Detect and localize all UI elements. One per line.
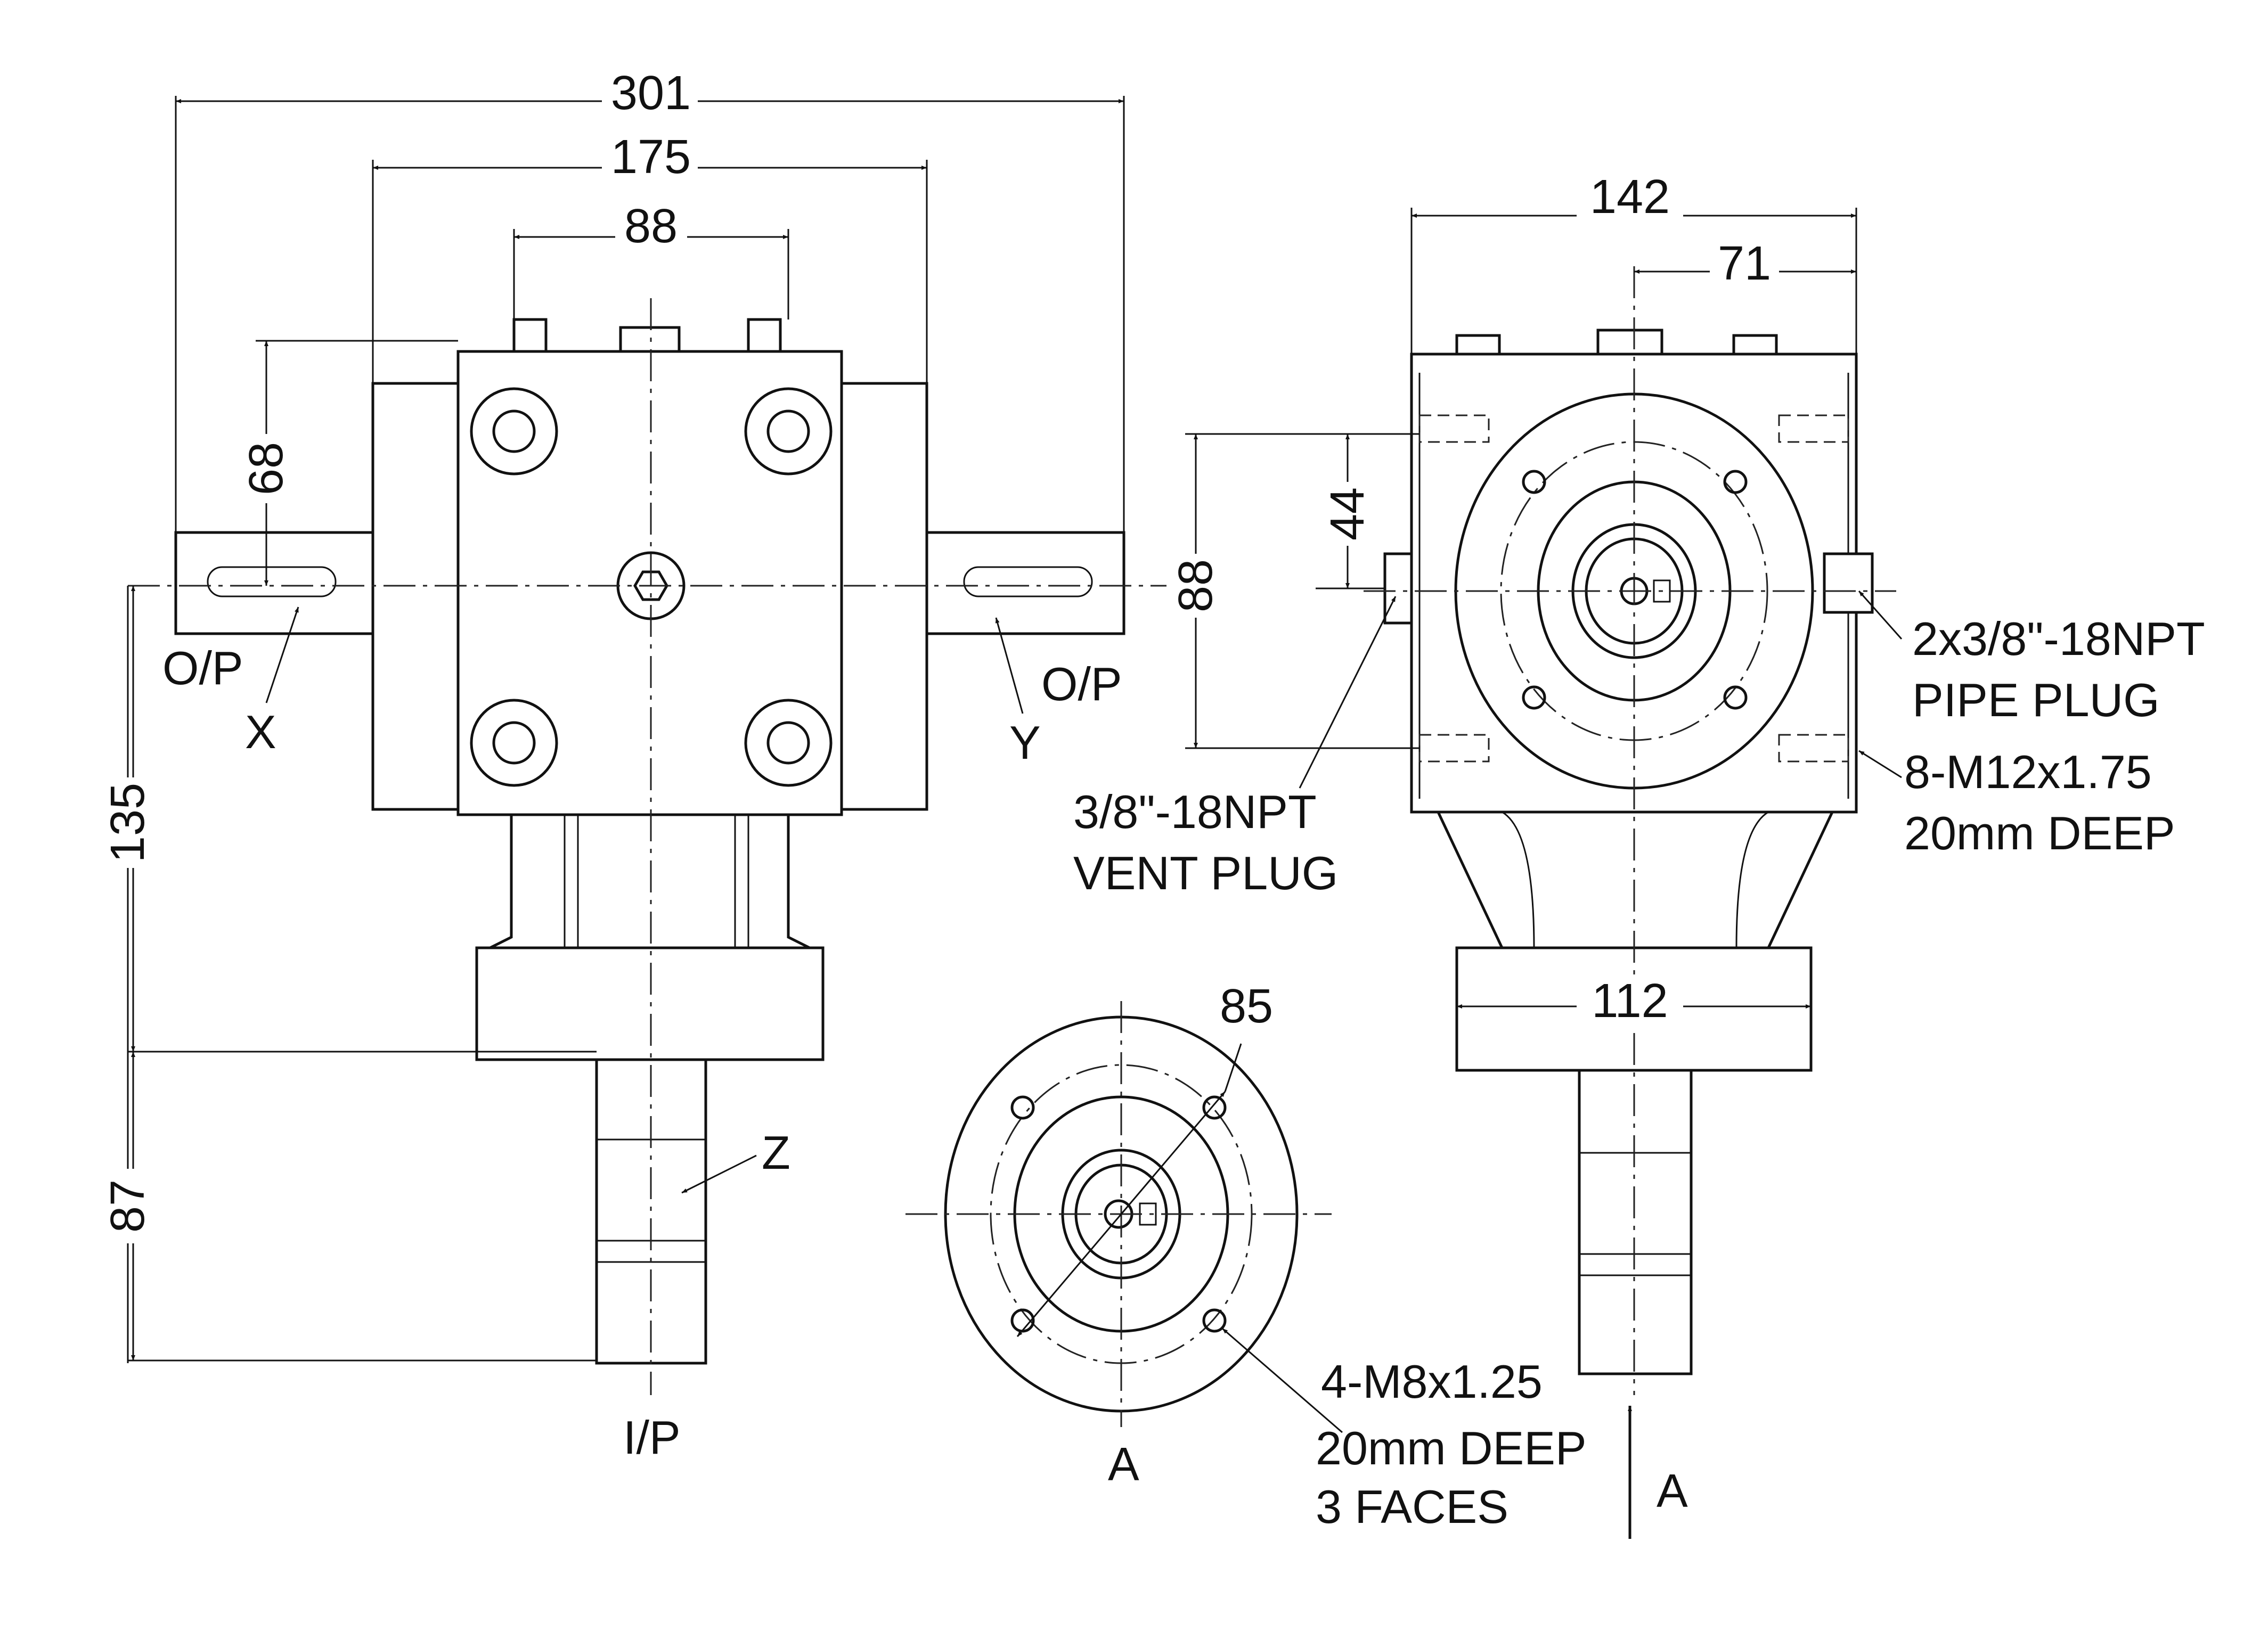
dim-overall-width: 301 <box>611 67 691 120</box>
main-housing <box>456 350 843 816</box>
view-a: 85 4-M8x1.25 20mm DEEP 3 FACES A <box>905 980 1587 1533</box>
label-op-right: O/P <box>1041 658 1122 710</box>
dim-lower-height: 135 <box>101 783 154 863</box>
holes-label-1: 4-M8x1.25 <box>1321 1355 1543 1408</box>
left-output-shaft <box>174 531 380 635</box>
label-x: X <box>245 706 276 758</box>
right-shaft-keyway <box>963 566 1093 597</box>
side-flange-bolts <box>1522 470 1748 710</box>
label-ip: I/P <box>623 1411 681 1464</box>
left-shaft-keyway <box>207 566 337 597</box>
right-output-shaft <box>920 531 1125 635</box>
dim-body-width: 175 <box>611 130 691 184</box>
dim-pcd: 85 <box>1220 980 1273 1033</box>
input-flange <box>475 946 825 1061</box>
vent-plug <box>1383 552 1413 625</box>
top-bolt-right <box>747 318 782 353</box>
top-plug <box>619 326 681 356</box>
front-bolt-bosses <box>470 387 833 787</box>
vent-plug-label-2: VENT PLUG <box>1073 847 1338 899</box>
dim-vent-height: 44 <box>1321 487 1374 540</box>
left-side-boss <box>371 382 465 811</box>
pipe-plug-label-2: PIPE PLUG <box>1912 674 2160 726</box>
holes-label-2: 20mm DEEP <box>1316 1422 1587 1474</box>
label-op-left: O/P <box>162 642 243 694</box>
pipe-plug <box>1823 552 1874 614</box>
vent-plug-label-1: 3/8"-18NPT <box>1073 785 1317 838</box>
dim-flange-width: 112 <box>1592 974 1668 1028</box>
dim-side-half-width: 71 <box>1718 237 1771 290</box>
right-side-boss <box>835 382 928 811</box>
side-tapped-holes <box>1418 414 1849 763</box>
bolts-label-1: 8-M12x1.75 <box>1904 745 2152 798</box>
pipe-plug-label-1: 2x3/8"-18NPT <box>1912 612 2205 665</box>
dim-bolt-spacing: 88 <box>624 200 678 253</box>
side-neck <box>1436 810 1834 949</box>
front-view: 301 175 88 68 135 87 O/P <box>101 64 1172 1464</box>
dim-side-bolt-height: 88 <box>1169 559 1222 612</box>
label-z: Z <box>762 1126 790 1179</box>
top-bolt-left <box>512 318 548 353</box>
view-arrow-a-label: A <box>1657 1464 1688 1517</box>
dim-input-shaft: 87 <box>101 1179 154 1233</box>
label-y: Y <box>1009 716 1041 769</box>
dim-side-width: 142 <box>1590 170 1670 224</box>
housing-neck <box>478 813 821 955</box>
holes-label-3: 3 FACES <box>1316 1480 1508 1533</box>
side-input-shaft <box>1578 1069 1693 1375</box>
bolts-label-2: 20mm DEEP <box>1904 807 2175 859</box>
view-a-label: A <box>1108 1438 1139 1490</box>
dim-shaft-height: 68 <box>240 442 293 495</box>
center-hex <box>633 570 668 601</box>
side-view: 142 71 44 88 112 3/8"-18NPT VENT PLUG 2x… <box>1073 170 2205 1539</box>
